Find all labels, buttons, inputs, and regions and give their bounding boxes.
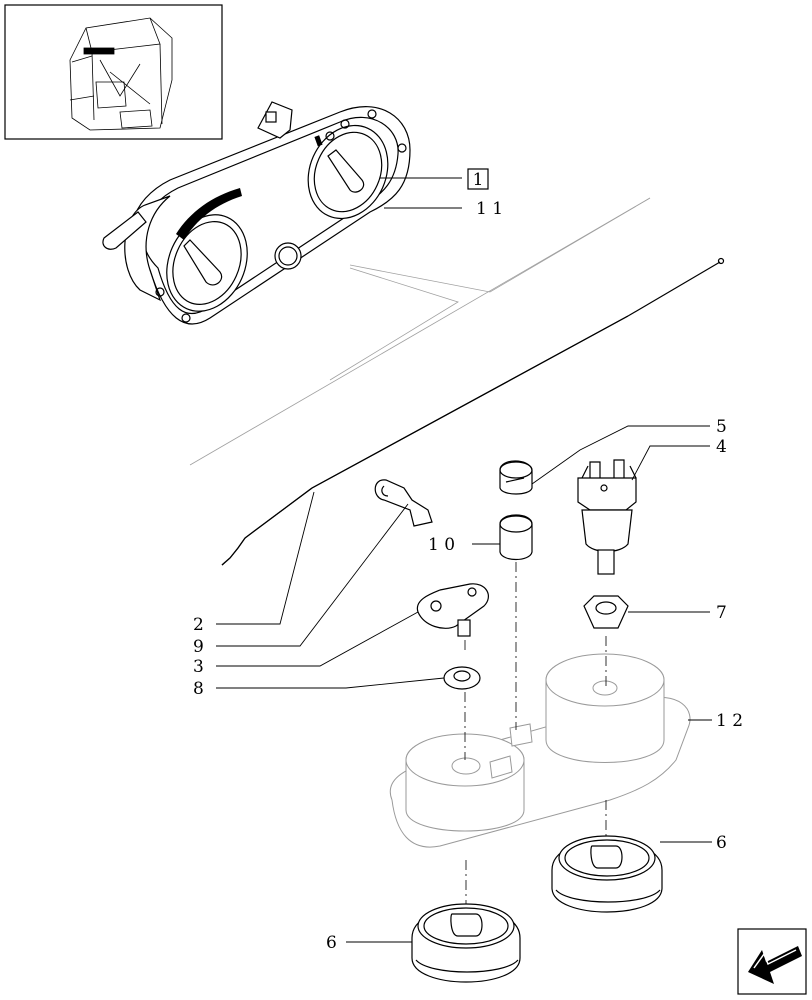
control-lever [416, 583, 489, 637]
assembly-plane-outline [189, 197, 651, 466]
callout-1: 1 [473, 170, 484, 190]
switch [577, 459, 637, 575]
callout-12: 1 2 [716, 711, 743, 731]
callout-4: 4 [716, 437, 727, 457]
control-knob-right [551, 835, 663, 913]
tractor-cab-thumbnail-icon[interactable] [4, 4, 223, 140]
callout-6-left: 6 [326, 933, 337, 953]
callout-11: 1 1 [476, 199, 503, 219]
heater-control-panel [102, 101, 411, 325]
knob-cap [499, 460, 533, 495]
assembly-axis-lines [464, 562, 607, 904]
callout-9: 9 [193, 637, 204, 657]
control-cable [221, 257, 725, 566]
callout-8: 8 [193, 679, 204, 699]
control-knob-left [411, 903, 521, 983]
bushing [499, 514, 533, 561]
callout-2: 2 [193, 615, 204, 635]
cable-clip [374, 479, 433, 527]
callout-3: 3 [193, 657, 204, 677]
hex-nut [583, 595, 629, 629]
next-page-arrow-icon[interactable] [737, 928, 807, 995]
washer [443, 666, 481, 690]
callout-10: 1 0 [428, 535, 455, 555]
callout-leaders [216, 177, 712, 943]
callout-7: 7 [716, 603, 727, 623]
callout-6-right: 6 [716, 833, 727, 853]
callout-5: 5 [716, 417, 727, 437]
callout-1-box: 1 [467, 168, 489, 190]
control-housing [389, 653, 691, 848]
